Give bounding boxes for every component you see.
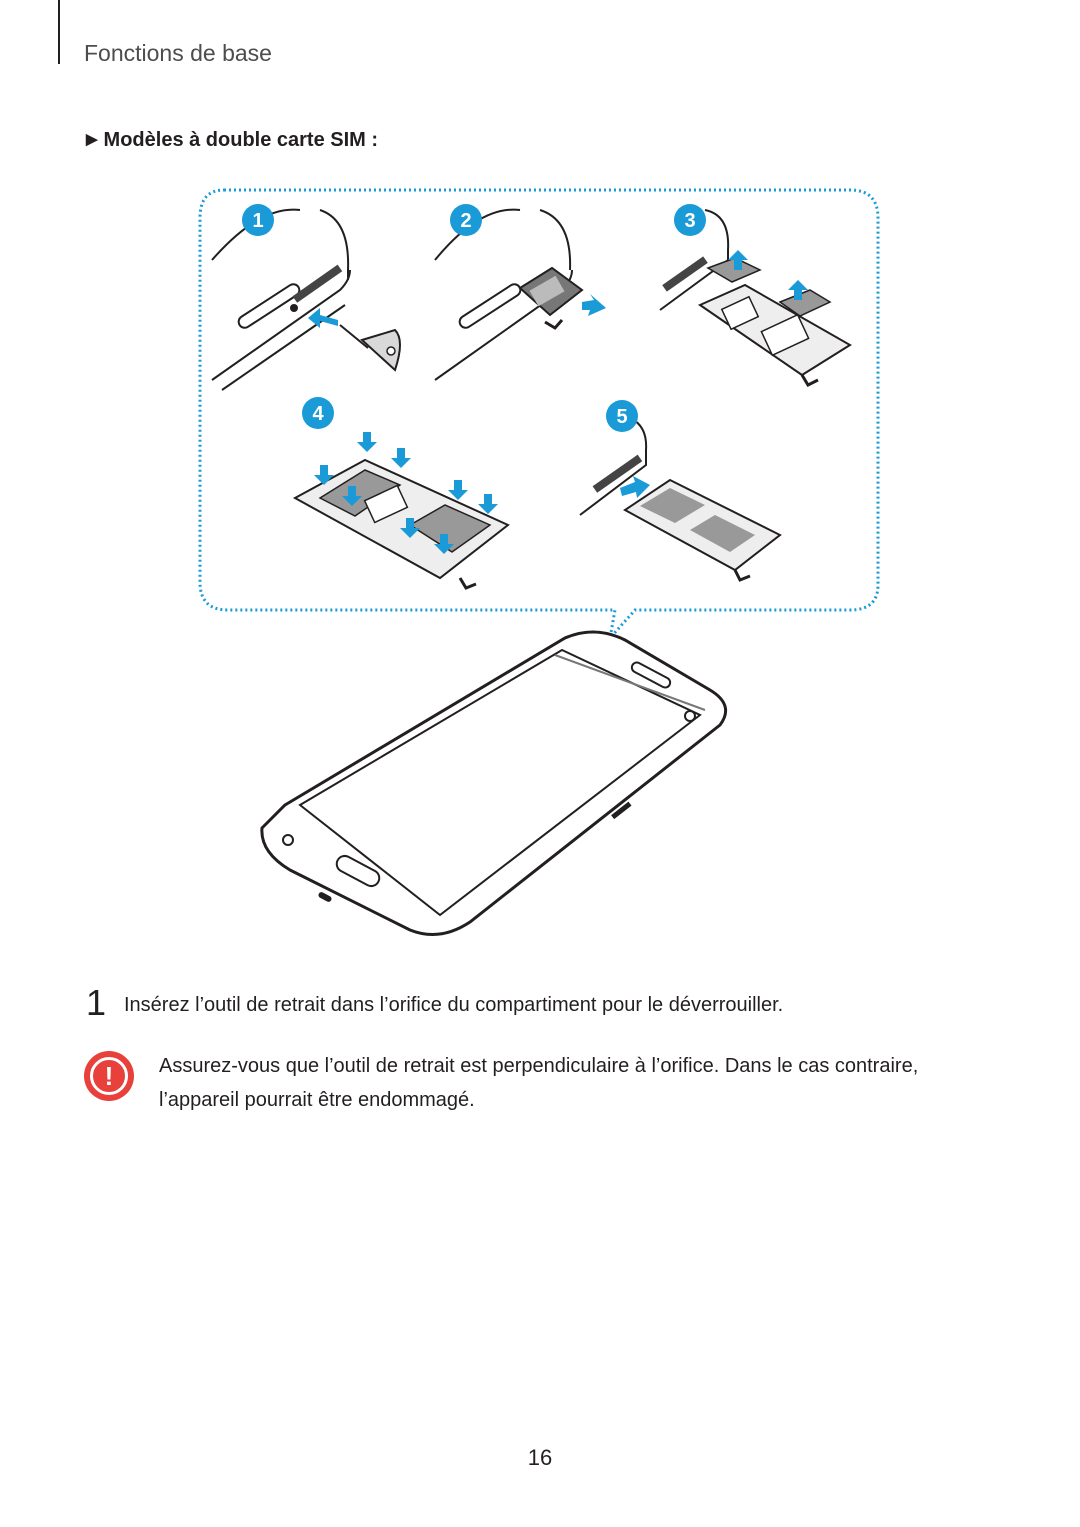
step-number: 1	[86, 982, 107, 1023]
page-number: 16	[527, 1445, 553, 1470]
section-heading-text: Modèles à double carte SIM :	[103, 129, 379, 151]
sim-tray-illustration: 1 2 3 4 5	[198, 188, 880, 936]
phone-drawing	[260, 630, 728, 936]
panel-2	[434, 208, 606, 381]
section-heading: ▶ Modèles à double carte SIM :	[86, 129, 378, 152]
caution-icon: !	[84, 1051, 134, 1101]
svg-text:4: 4	[312, 403, 324, 425]
panel-1	[211, 208, 401, 391]
running-head: Fonctions de base	[84, 40, 272, 66]
panel-4	[292, 432, 510, 590]
caution-text: Assurez-vous que l’outil de retrait est …	[159, 1049, 989, 1117]
svg-text:5: 5	[616, 406, 627, 428]
step-badges: 1 2 3 4 5	[242, 204, 706, 432]
panel-5	[579, 414, 782, 582]
caution-line-2: l’appareil pourrait être endommagé.	[159, 1089, 475, 1111]
step-text: Insérez l’outil de retrait dans l’orific…	[124, 994, 784, 1016]
triangle-bullet-icon: ▶	[86, 131, 98, 148]
svg-text:2: 2	[460, 210, 471, 232]
svg-text:3: 3	[684, 210, 695, 232]
callout-border	[198, 188, 880, 643]
header-rule	[58, 0, 60, 64]
caution-line-1: Assurez-vous que l’outil de retrait est …	[159, 1055, 919, 1077]
panel-3	[659, 209, 852, 387]
svg-text:1: 1	[252, 210, 263, 232]
